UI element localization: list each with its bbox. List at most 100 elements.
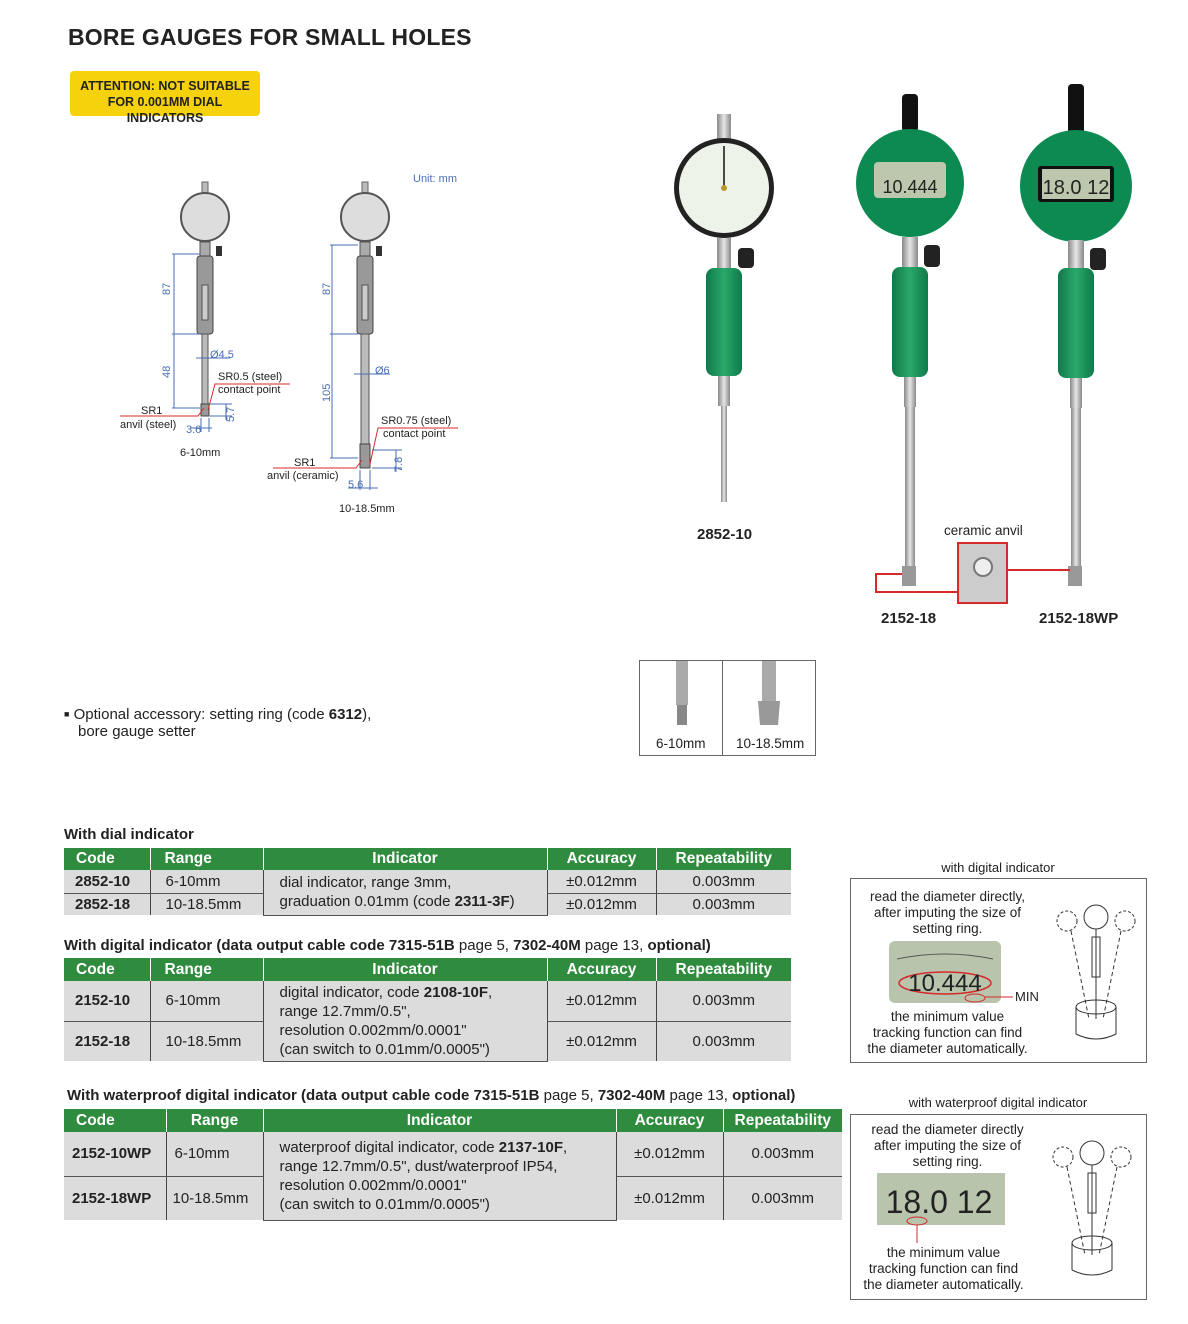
ceramic-anvil-label: ceramic anvil <box>944 523 1023 538</box>
col-header-repeatability: Repeatability <box>655 958 791 981</box>
lcd-reading: 18.0 12 <box>1043 177 1110 199</box>
left-gauge-drawing <box>180 181 230 417</box>
page-title: BORE GAUGES FOR SMALL HOLES <box>68 24 472 50</box>
dim-diameter: Ø6 <box>375 365 390 377</box>
dim-3-6: 3.6 <box>186 424 201 436</box>
table-row: 2852-10 6-10mm dial indicator, range 3mm… <box>64 870 791 916</box>
lcd-reading: 10.444 <box>882 177 937 197</box>
repeatability-cell: 0.003mm <box>722 1176 842 1220</box>
tip-label-6-10: 6-10mm <box>656 736 706 751</box>
table-row: 2152-10 6-10mm digital indicator, code 2… <box>64 981 791 1062</box>
waterproof-info-title: with waterproof digital indicator <box>908 1095 1088 1110</box>
dim-7-8: 7.8 <box>393 457 405 472</box>
repeatability-cell: 0.003mm <box>655 981 791 1022</box>
min-label: MIN <box>1015 989 1039 1004</box>
repeatability-cell: 0.003mm <box>722 1132 842 1177</box>
product-code-2852-10: 2852-10 <box>697 526 753 543</box>
contact-point-label-2: contact point <box>383 428 445 440</box>
col-header-indicator: Indicator <box>262 848 547 870</box>
waterproof-gauge-2152-18wp: 18.0 12 <box>1020 84 1132 586</box>
col-header-range: Range <box>149 848 263 870</box>
tips-image-box: 6-10mm 10-18.5mm <box>639 660 816 756</box>
table-row: 2152-10WP 6-10mm waterproof digital indi… <box>64 1132 842 1221</box>
info-top-text: read the diameter directly,after imputin… <box>869 889 1026 936</box>
accessory-text: ), <box>362 706 372 723</box>
digital-info-box: read the diameter directly,after imputin… <box>850 878 1147 1063</box>
indicator-cell: dial indicator, range 3mm,graduation 0.0… <box>262 870 547 916</box>
code-cell: 2152-10WP <box>64 1132 166 1177</box>
waterproof-table-title: With waterproof digital indicator (data … <box>67 1087 796 1104</box>
unit-label: Unit: mm <box>413 173 457 185</box>
col-header-range: Range <box>165 1109 263 1132</box>
indicator-cell: waterproof digital indicator, code 2137-… <box>262 1132 616 1221</box>
accessory-text-2: bore gauge setter <box>78 723 196 740</box>
dial-gauge-2852-10 <box>674 114 774 502</box>
col-header-accuracy: Accuracy <box>546 958 656 981</box>
accessory-note: ■ Optional accessory: setting ring (code… <box>64 706 371 740</box>
dim-87: 87 <box>161 283 173 295</box>
digital-info-title: with digital indicator <box>941 860 1055 875</box>
range-cell: 6-10mm <box>149 870 263 894</box>
lcd-reading: 18.0 12 <box>886 1184 993 1220</box>
anvil-label: SR1 <box>294 457 315 469</box>
range-cell: 10-18.5mm <box>149 893 263 915</box>
lcd-reading: 10.444 <box>908 970 981 997</box>
range-label: 10-18.5mm <box>339 503 395 515</box>
dim-5-6: 5.6 <box>348 479 363 491</box>
dim-5-7: 5.7 <box>225 407 237 422</box>
repeatability-cell: 0.003mm <box>655 870 791 894</box>
accuracy-cell: ±0.012mm <box>546 981 656 1022</box>
col-header-range: Range <box>149 958 263 981</box>
repeatability-cell: 0.003mm <box>655 1021 791 1061</box>
table-row: 2152-18WP 10-18.5mm ±0.012mm 0.003mm <box>64 1176 842 1220</box>
code-cell: 2152-18 <box>64 1021 150 1061</box>
col-header-repeatability: Repeatability <box>722 1109 842 1132</box>
product-photos: 10.444 18.0 12 <box>674 84 1132 604</box>
dim-48: 48 <box>161 366 173 378</box>
table-row: 2852-18 10-18.5mm ±0.012mm 0.003mm <box>64 893 791 915</box>
accuracy-cell: ±0.012mm <box>546 870 656 894</box>
dim-105: 105 <box>321 384 333 402</box>
accuracy-cell: ±0.012mm <box>615 1132 723 1177</box>
contact-point-label-2: contact point <box>218 384 280 396</box>
setting-ring-illustration <box>1056 904 1136 1040</box>
col-header-code: Code <box>64 958 150 981</box>
anvil-label-2: anvil (steel) <box>120 419 176 431</box>
range-cell: 6-10mm <box>149 981 263 1022</box>
col-header-code: Code <box>64 1109 166 1132</box>
col-header-accuracy: Accuracy <box>546 848 656 870</box>
accessory-text: Optional accessory: setting ring (code <box>73 706 329 723</box>
product-code-2152-18wp: 2152-18WP <box>1039 610 1119 627</box>
dim-87: 87 <box>321 283 333 295</box>
digital-gauge-2152-18: 10.444 <box>856 94 964 586</box>
attention-line-1: ATTENTION: NOT SUITABLE <box>80 79 250 93</box>
col-header-accuracy: Accuracy <box>615 1109 723 1132</box>
table-row: 2152-18 10-18.5mm ±0.012mm 0.003mm <box>64 1021 791 1061</box>
digital-table-title: With digital indicator (data output cabl… <box>64 937 711 954</box>
attention-badge: ATTENTION: NOT SUITABLE FOR 0.001MM DIAL… <box>70 71 260 125</box>
bullet-icon: ■ <box>64 709 70 719</box>
attention-line-2: FOR 0.001MM DIAL INDICATORS <box>107 95 223 125</box>
range-cell: 10-18.5mm <box>149 1021 263 1061</box>
repeatability-cell: 0.003mm <box>655 893 791 915</box>
range-cell: 10-18.5mm <box>165 1176 263 1220</box>
waterproof-indicator-table: Code Range Indicator Accuracy Repeatabil… <box>64 1109 842 1221</box>
setting-ring-illustration <box>1052 1140 1132 1276</box>
accuracy-cell: ±0.012mm <box>546 1021 656 1061</box>
lcd-display-image: 10.444 MIN <box>889 941 1039 1004</box>
contact-point-label: SR0.5 (steel) <box>218 371 282 383</box>
code-cell: 2852-10 <box>64 870 150 894</box>
anvil-label: SR1 <box>141 405 162 417</box>
ceramic-anvil-callout <box>875 542 1070 604</box>
tip-label-10-18-5: 10-18.5mm <box>736 736 805 751</box>
dimension-drawing: Unit: mm 87 48 Ø4.5 5.7 3.6 <box>120 173 458 515</box>
col-header-repeatability: Repeatability <box>655 848 791 870</box>
accuracy-cell: ±0.012mm <box>615 1176 723 1220</box>
anvil-label-2: anvil (ceramic) <box>267 470 339 482</box>
code-cell: 2852-18 <box>64 893 150 915</box>
lcd-display-image: 18.0 12 <box>877 1173 1005 1243</box>
